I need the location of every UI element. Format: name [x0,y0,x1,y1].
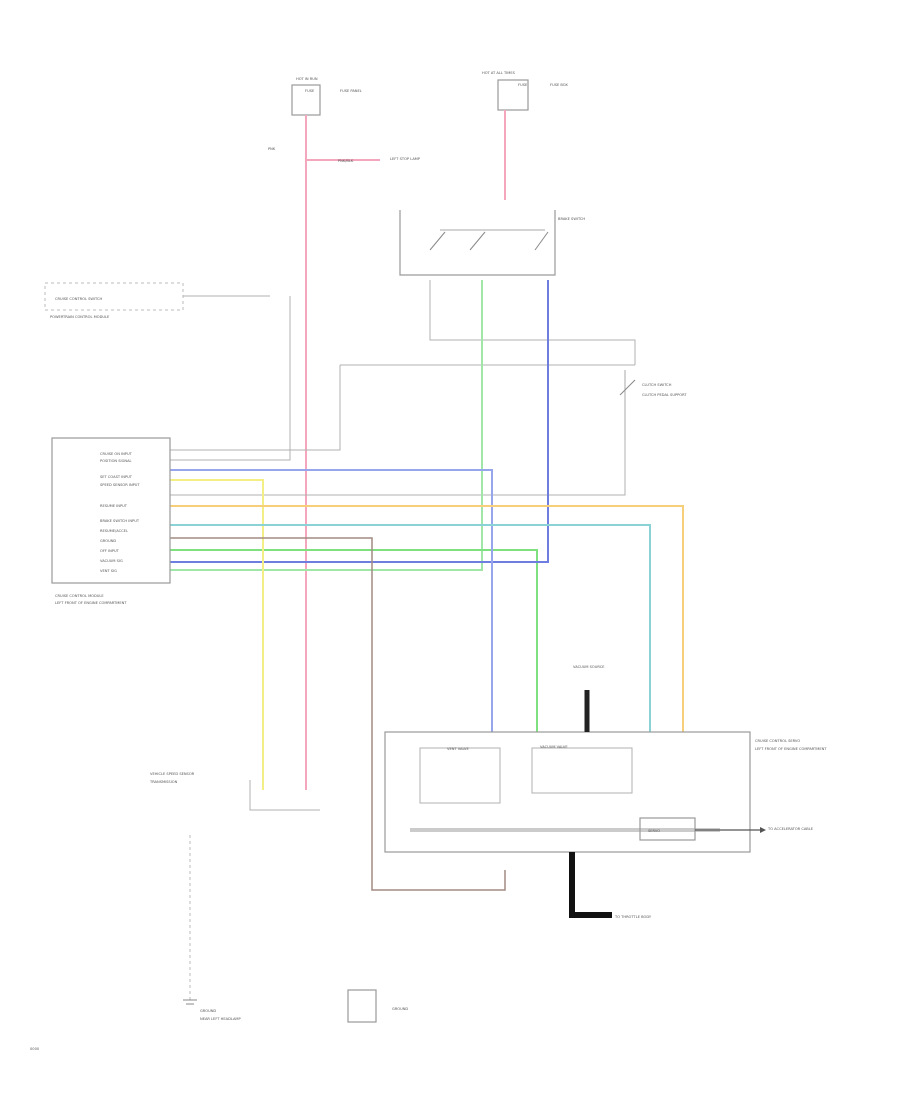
wire-brown [170,537,506,891]
vacuum-note: VACUUM SOURCE [573,665,605,669]
hot-in-run-label: HOT IN RUN [296,77,318,81]
hot-at-all-times-label: HOT AT ALL TIMES [482,71,516,75]
module-pin-4: SPEED SENSOR INPUT [100,483,140,487]
wire-yellow [170,479,264,790]
cable-note: TO THROTTLE BODY [614,915,652,919]
wire-blue-1 [170,280,549,563]
wire-gray-5 [170,296,291,461]
wire-gray-4 [170,440,626,496]
cruise-servo: VENT VALVE VACUUM VALVE SERVO CRUISE CON… [384,731,827,853]
wire-teal [170,524,651,732]
module-pin-8: GROUND [100,539,116,543]
module-pin-11: VENT SIG [100,569,117,573]
throttle-note: TO ACCELERATOR CABLE [767,827,814,831]
module-pin-9: OFF INPUT [100,549,120,553]
vacuum-valve-label: VACUUM VALVE [540,745,568,749]
module-title-left: CRUISE CONTROL MODULE [55,594,104,598]
clutch-switch-label: CLUTCH SWITCH [642,383,672,387]
ground-bottom: GROUND [347,989,408,1023]
module-pin-7: RESUME/ACCEL [100,529,128,533]
clutch-note: CLUTCH PEDAL SUPPORT [642,393,687,397]
cruise-control-switch: CRUISE CONTROL SWITCH POWERTRAIN CONTROL… [44,282,270,319]
module-pin-5: RESUME INPUT [100,504,128,508]
fuse-box-right: HOT AT ALL TIMES FUSE FUSE BOX [482,71,568,111]
ground-left-label: GROUND [200,1009,216,1013]
wire-gray-3 [170,365,341,451]
footnote: 0000 [30,1047,40,1051]
wire-label-pk-right: PNK/BLK [338,159,354,163]
cruise-module-left: CRUISE ON INPUT POSITION SIGNAL SET COAS… [51,437,171,605]
vent-valve-label: VENT VALVE [447,747,470,751]
fuse-label-right: FUSE [518,83,528,87]
module-pin-10: VACUUM SIG [100,559,123,563]
brake-switch-label: BRAKE SWITCH [558,217,585,221]
wire-green-2 [170,549,538,732]
vss-label: VEHICLE SPEED SENSOR [150,772,195,776]
sub-module-note: POWERTRAIN CONTROL MODULE [50,315,110,319]
wire-orange [170,505,684,732]
ground-bottom-note: GROUND [392,1007,408,1011]
vss-note: TRANSMISSION [149,780,178,784]
module-pin-6: BRAKE SWITCH INPUT [100,519,140,523]
module-sub-left: LEFT FRONT OF ENGINE COMPARTMENT [55,601,127,605]
fuse-label-left: FUSE [305,89,315,93]
wire-label-pk: PNK [268,147,276,151]
wire-gray-1 [429,280,636,365]
left-stop-lamp-label: LEFT STOP LAMP [390,157,421,161]
ground-left: GROUND NEAR LEFT HEADLAMP [183,999,242,1021]
cruise-switch-label: CRUISE CONTROL SWITCH [55,297,102,301]
module-pin-1: CRUISE ON INPUT [100,452,133,456]
servo-title: CRUISE CONTROL SERVO [755,739,800,743]
ground-left-note: NEAR LEFT HEADLAMP [200,1017,242,1021]
black-cable [569,852,612,918]
servo-sub: LEFT FRONT OF ENGINE COMPARTMENT [755,747,827,751]
servo-label: SERVO [648,829,660,833]
wire-green-1 [170,280,483,571]
brake-switch: BRAKE SWITCH [399,210,585,276]
vehicle-speed-sensor: VEHICLE SPEED SENSOR TRANSMISSION [149,772,320,811]
module-pin-3: SET COAST INPUT [100,475,133,479]
fuse-box-label: FUSE BOX [550,83,568,87]
module-pin-2: POSITION SIGNAL [100,459,132,463]
wire-blue-2 [170,469,493,732]
fuse-panel-label: FUSE PANEL [340,89,362,93]
fuse-panel-left: HOT IN RUN FUSE FUSE PANEL [291,77,362,116]
clutch-switch: CLUTCH SWITCH CLUTCH PEDAL SUPPORT [619,370,687,440]
vacuum-source: VACUUM SOURCE [573,665,605,732]
